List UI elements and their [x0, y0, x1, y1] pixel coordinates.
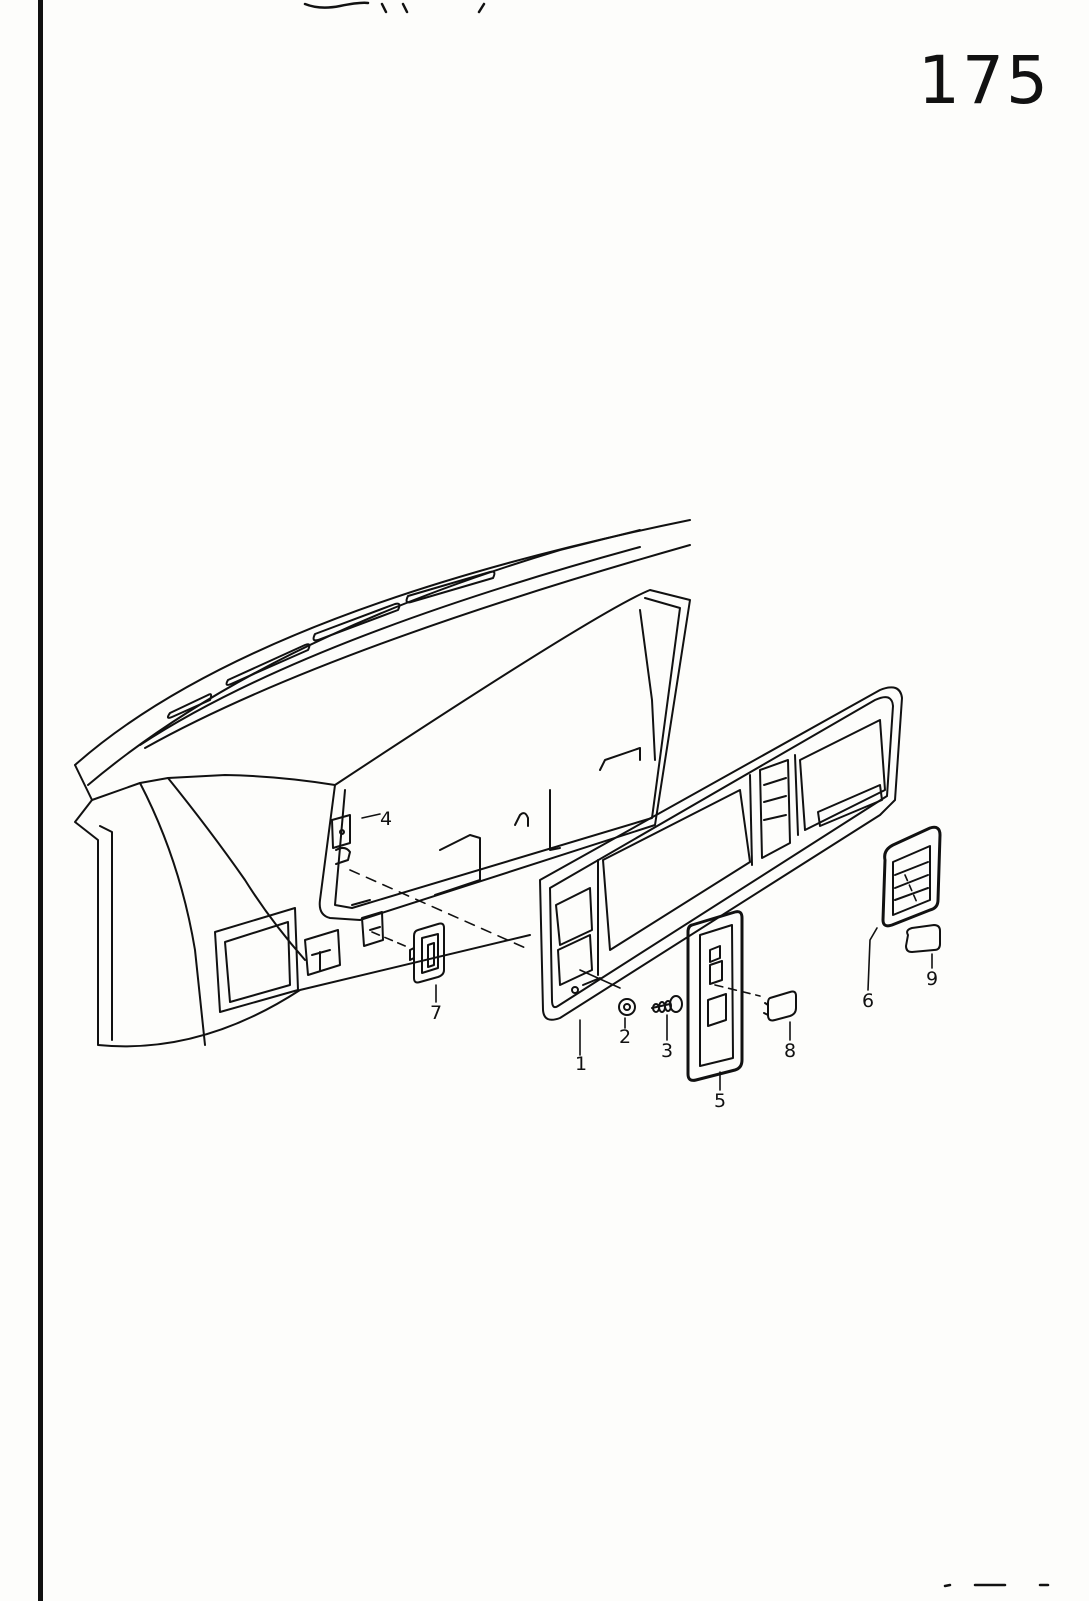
- callout-6: 6: [862, 990, 875, 1012]
- callout-5: 5: [714, 1090, 727, 1112]
- callout-8: 8: [784, 1040, 797, 1062]
- dashboard-body: [74, 519, 691, 1048]
- part-7-insert: [409, 922, 445, 984]
- callout-lines: [435, 927, 933, 1091]
- page-number: 175: [918, 42, 1050, 119]
- callout-1: 1: [575, 1053, 588, 1075]
- part-5-switch-panel: [686, 910, 744, 1082]
- part-2-washer: [618, 998, 636, 1016]
- binding-edge: [38, 0, 43, 1601]
- part-1-bezel: [539, 686, 903, 1021]
- part-3-screw: [651, 995, 683, 1013]
- part-6-air-vent: [881, 825, 942, 928]
- part-8-cap: [763, 990, 797, 1022]
- callout-4: 4: [380, 808, 393, 830]
- callout-3: 3: [661, 1040, 674, 1062]
- callout-9: 9: [926, 968, 939, 990]
- part-9-cap: [905, 924, 941, 953]
- callout-2: 2: [619, 1026, 632, 1048]
- callout-7: 7: [430, 1002, 443, 1024]
- scan-artifacts: [303, 1, 1050, 1588]
